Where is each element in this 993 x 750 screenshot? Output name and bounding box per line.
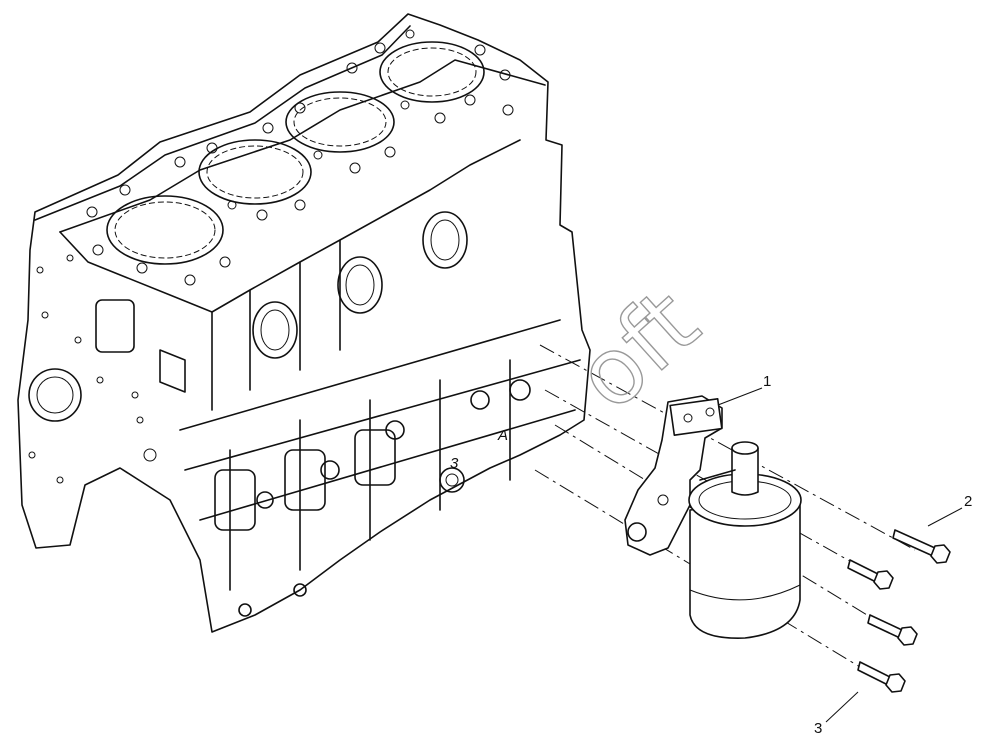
- oil-filter-assembly: [624, 395, 802, 639]
- block-front-face: [28, 254, 186, 484]
- callout-3: 3: [814, 691, 859, 737]
- bolt-lower-middle: [867, 614, 918, 646]
- cylinder-bores: [106, 41, 485, 265]
- callout-2-label: 2: [964, 493, 972, 510]
- engine-block: A 3: [17, 13, 591, 633]
- callout-1-label: 1: [763, 373, 771, 390]
- block-side-ports: [179, 211, 581, 617]
- bolt-upper-right: [892, 529, 951, 564]
- callout-2: 2: [927, 493, 972, 527]
- feature-mark-3: 3: [450, 455, 459, 472]
- bolt-middle: [847, 559, 894, 590]
- bolt-bottom: [857, 661, 906, 693]
- callout-1: 1: [717, 373, 771, 406]
- feature-mark-a: A: [497, 427, 508, 444]
- callout-3-label: 3: [814, 720, 822, 737]
- deck-holes: [86, 29, 514, 286]
